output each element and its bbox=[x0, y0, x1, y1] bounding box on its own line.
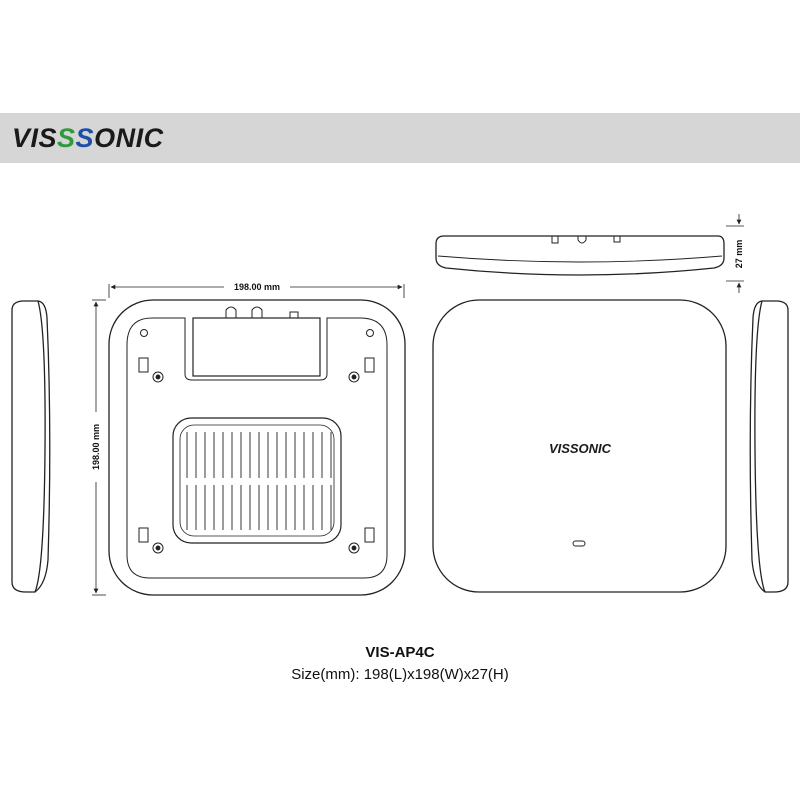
bottom-view bbox=[108, 299, 406, 596]
right-side-profile bbox=[749, 300, 789, 593]
height-dimension: 198.00 mm bbox=[91, 299, 106, 596]
vent-slots bbox=[186, 432, 332, 530]
width-dimension: 198.00 mm bbox=[108, 282, 405, 298]
header-band bbox=[0, 113, 800, 163]
thickness-dimension: 27 mm bbox=[726, 214, 744, 293]
logo-s-blue: S bbox=[75, 122, 95, 153]
width-dimension-label: 198.00 mm bbox=[234, 282, 280, 292]
front-logo: VISSONIC bbox=[549, 441, 612, 456]
front-view: VISSONIC bbox=[432, 299, 727, 593]
left-side-profile bbox=[11, 300, 51, 593]
model-name: VIS-AP4C bbox=[365, 644, 435, 661]
top-side-elevation bbox=[435, 235, 725, 276]
status-led bbox=[572, 540, 586, 547]
size-spec: Size(mm): 198(L)x198(W)x27(H) bbox=[291, 666, 509, 683]
logo-s-green: S bbox=[57, 122, 76, 153]
thickness-dimension-label: 27 mm bbox=[734, 240, 744, 269]
height-dimension-label: 198.00 mm bbox=[91, 424, 101, 470]
